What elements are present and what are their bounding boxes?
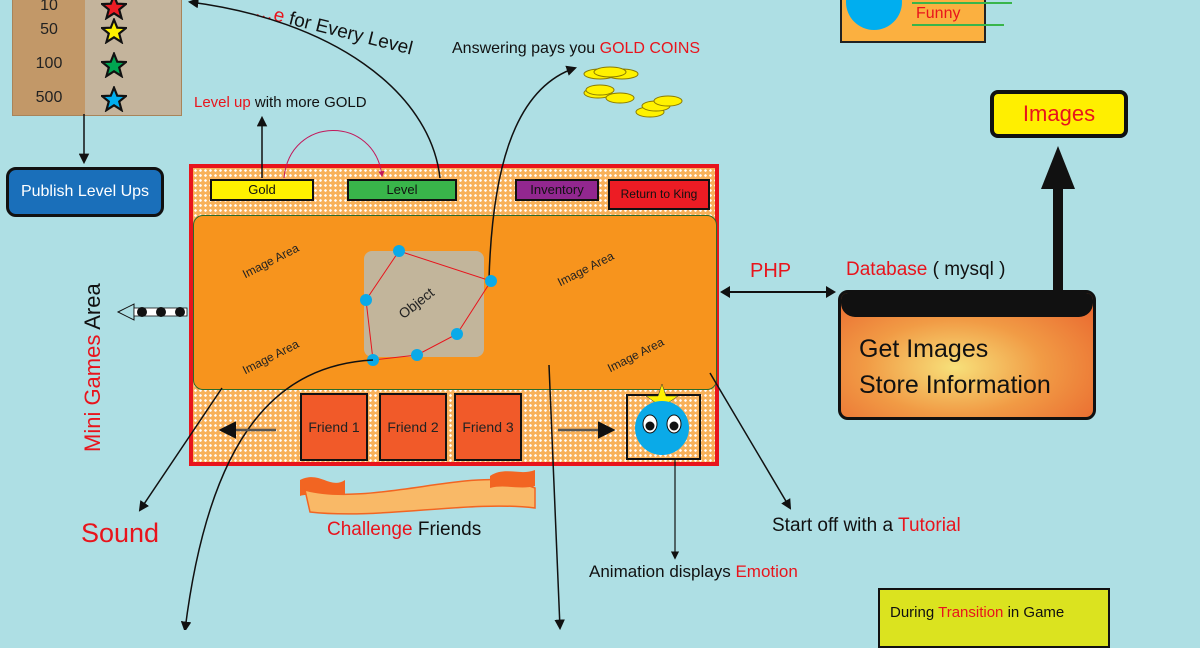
- gold-coins-icon: [583, 66, 683, 118]
- reward-value: 10: [40, 0, 58, 14]
- arrow-db-to-images: [1053, 186, 1063, 291]
- level-up-label-black: with more GOLD: [250, 94, 367, 111]
- underline-stroke: [912, 2, 1012, 4]
- database-label: Database ( mysql ): [846, 259, 1005, 281]
- emotion-label: Animation displays Emotion: [589, 562, 798, 582]
- database-line-store-information: Store Information: [859, 371, 1051, 399]
- php-label: PHP: [750, 260, 792, 282]
- tutorial-label-red: Tutorial: [898, 515, 961, 536]
- tutorial-label: Start off with a Tutorial: [772, 515, 961, 537]
- return-to-king-button[interactable]: Return to King: [608, 179, 710, 210]
- arc-label-black: for Every Level: [281, 7, 415, 60]
- reward-value: 100: [35, 55, 63, 72]
- database-box-header: [841, 293, 1093, 317]
- avatar-box[interactable]: [626, 394, 701, 460]
- database-label-red: Database: [846, 259, 928, 280]
- green-star-icon: [101, 52, 127, 78]
- challenge-friends-label: Challenge Friends: [327, 519, 481, 541]
- reward-row: 500: [13, 83, 181, 113]
- friend-card[interactable]: Friend 2: [379, 393, 447, 461]
- blue-star-icon: [101, 86, 127, 112]
- emotion-label-red: Emotion: [735, 562, 798, 581]
- coins-label: Answering pays you GOLD COINS: [452, 40, 700, 58]
- arrow-to-tutorial: [709, 372, 792, 510]
- mini-games-label: Mini Games Area: [80, 283, 106, 452]
- transition-text-red: Transition: [938, 604, 1004, 621]
- mini-games-label-black: Area: [80, 283, 105, 335]
- emotion-label-black: Animation displays: [589, 562, 736, 581]
- funny-card: Funny: [840, 0, 1012, 43]
- coins-label-black: Answering pays you: [452, 40, 600, 57]
- tutorial-label-black: Start off with a: [772, 515, 899, 536]
- yellow-star-icon: [101, 18, 127, 44]
- friend-card[interactable]: Friend 3: [454, 393, 522, 461]
- mini-games-arrow-icon: [116, 303, 188, 321]
- level-button[interactable]: Level: [347, 179, 457, 201]
- level-up-label: Level up with more GOLD: [194, 94, 367, 111]
- red-star-icon: [101, 0, 127, 20]
- reward-panel: 10 50 100 500: [12, 0, 182, 116]
- arc-label: …e for Every Level: [253, 0, 415, 60]
- challenge-banner-icon: [300, 470, 536, 515]
- funny-label: Funny: [916, 5, 961, 22]
- database-line-get-images: Get Images: [859, 335, 989, 363]
- reward-value: 50: [40, 21, 58, 38]
- database-label-black: ( mysql ): [927, 259, 1006, 280]
- transition-text-black: During: [890, 604, 939, 621]
- coins-label-red: GOLD COINS: [599, 40, 701, 57]
- reward-value: 500: [35, 89, 63, 106]
- database-box: Get Images Store Information: [838, 290, 1096, 420]
- mini-games-label-red: Mini Games: [80, 334, 105, 452]
- sound-label: Sound: [81, 518, 160, 548]
- transition-box: During Transition in Game: [878, 588, 1110, 648]
- challenge-label-red: Challenge: [327, 519, 413, 540]
- reward-panel-value-column: [13, 0, 85, 115]
- gold-button[interactable]: Gold: [210, 179, 314, 201]
- character-face-icon: [846, 0, 902, 30]
- inventory-button[interactable]: Inventory: [515, 179, 599, 201]
- reward-row: 10: [13, 0, 181, 21]
- level-up-label-red: Level up: [194, 94, 251, 111]
- transition-text-black: in Game: [1003, 604, 1065, 621]
- images-box: Images: [990, 90, 1128, 138]
- reward-row: 100: [13, 49, 181, 79]
- underline-stroke: [912, 24, 1004, 26]
- publish-level-ups-button[interactable]: Publish Level Ups: [6, 167, 164, 217]
- reward-row: 50: [13, 15, 181, 45]
- challenge-label-black: Friends: [412, 519, 482, 540]
- friend-card[interactable]: Friend 1: [300, 393, 368, 461]
